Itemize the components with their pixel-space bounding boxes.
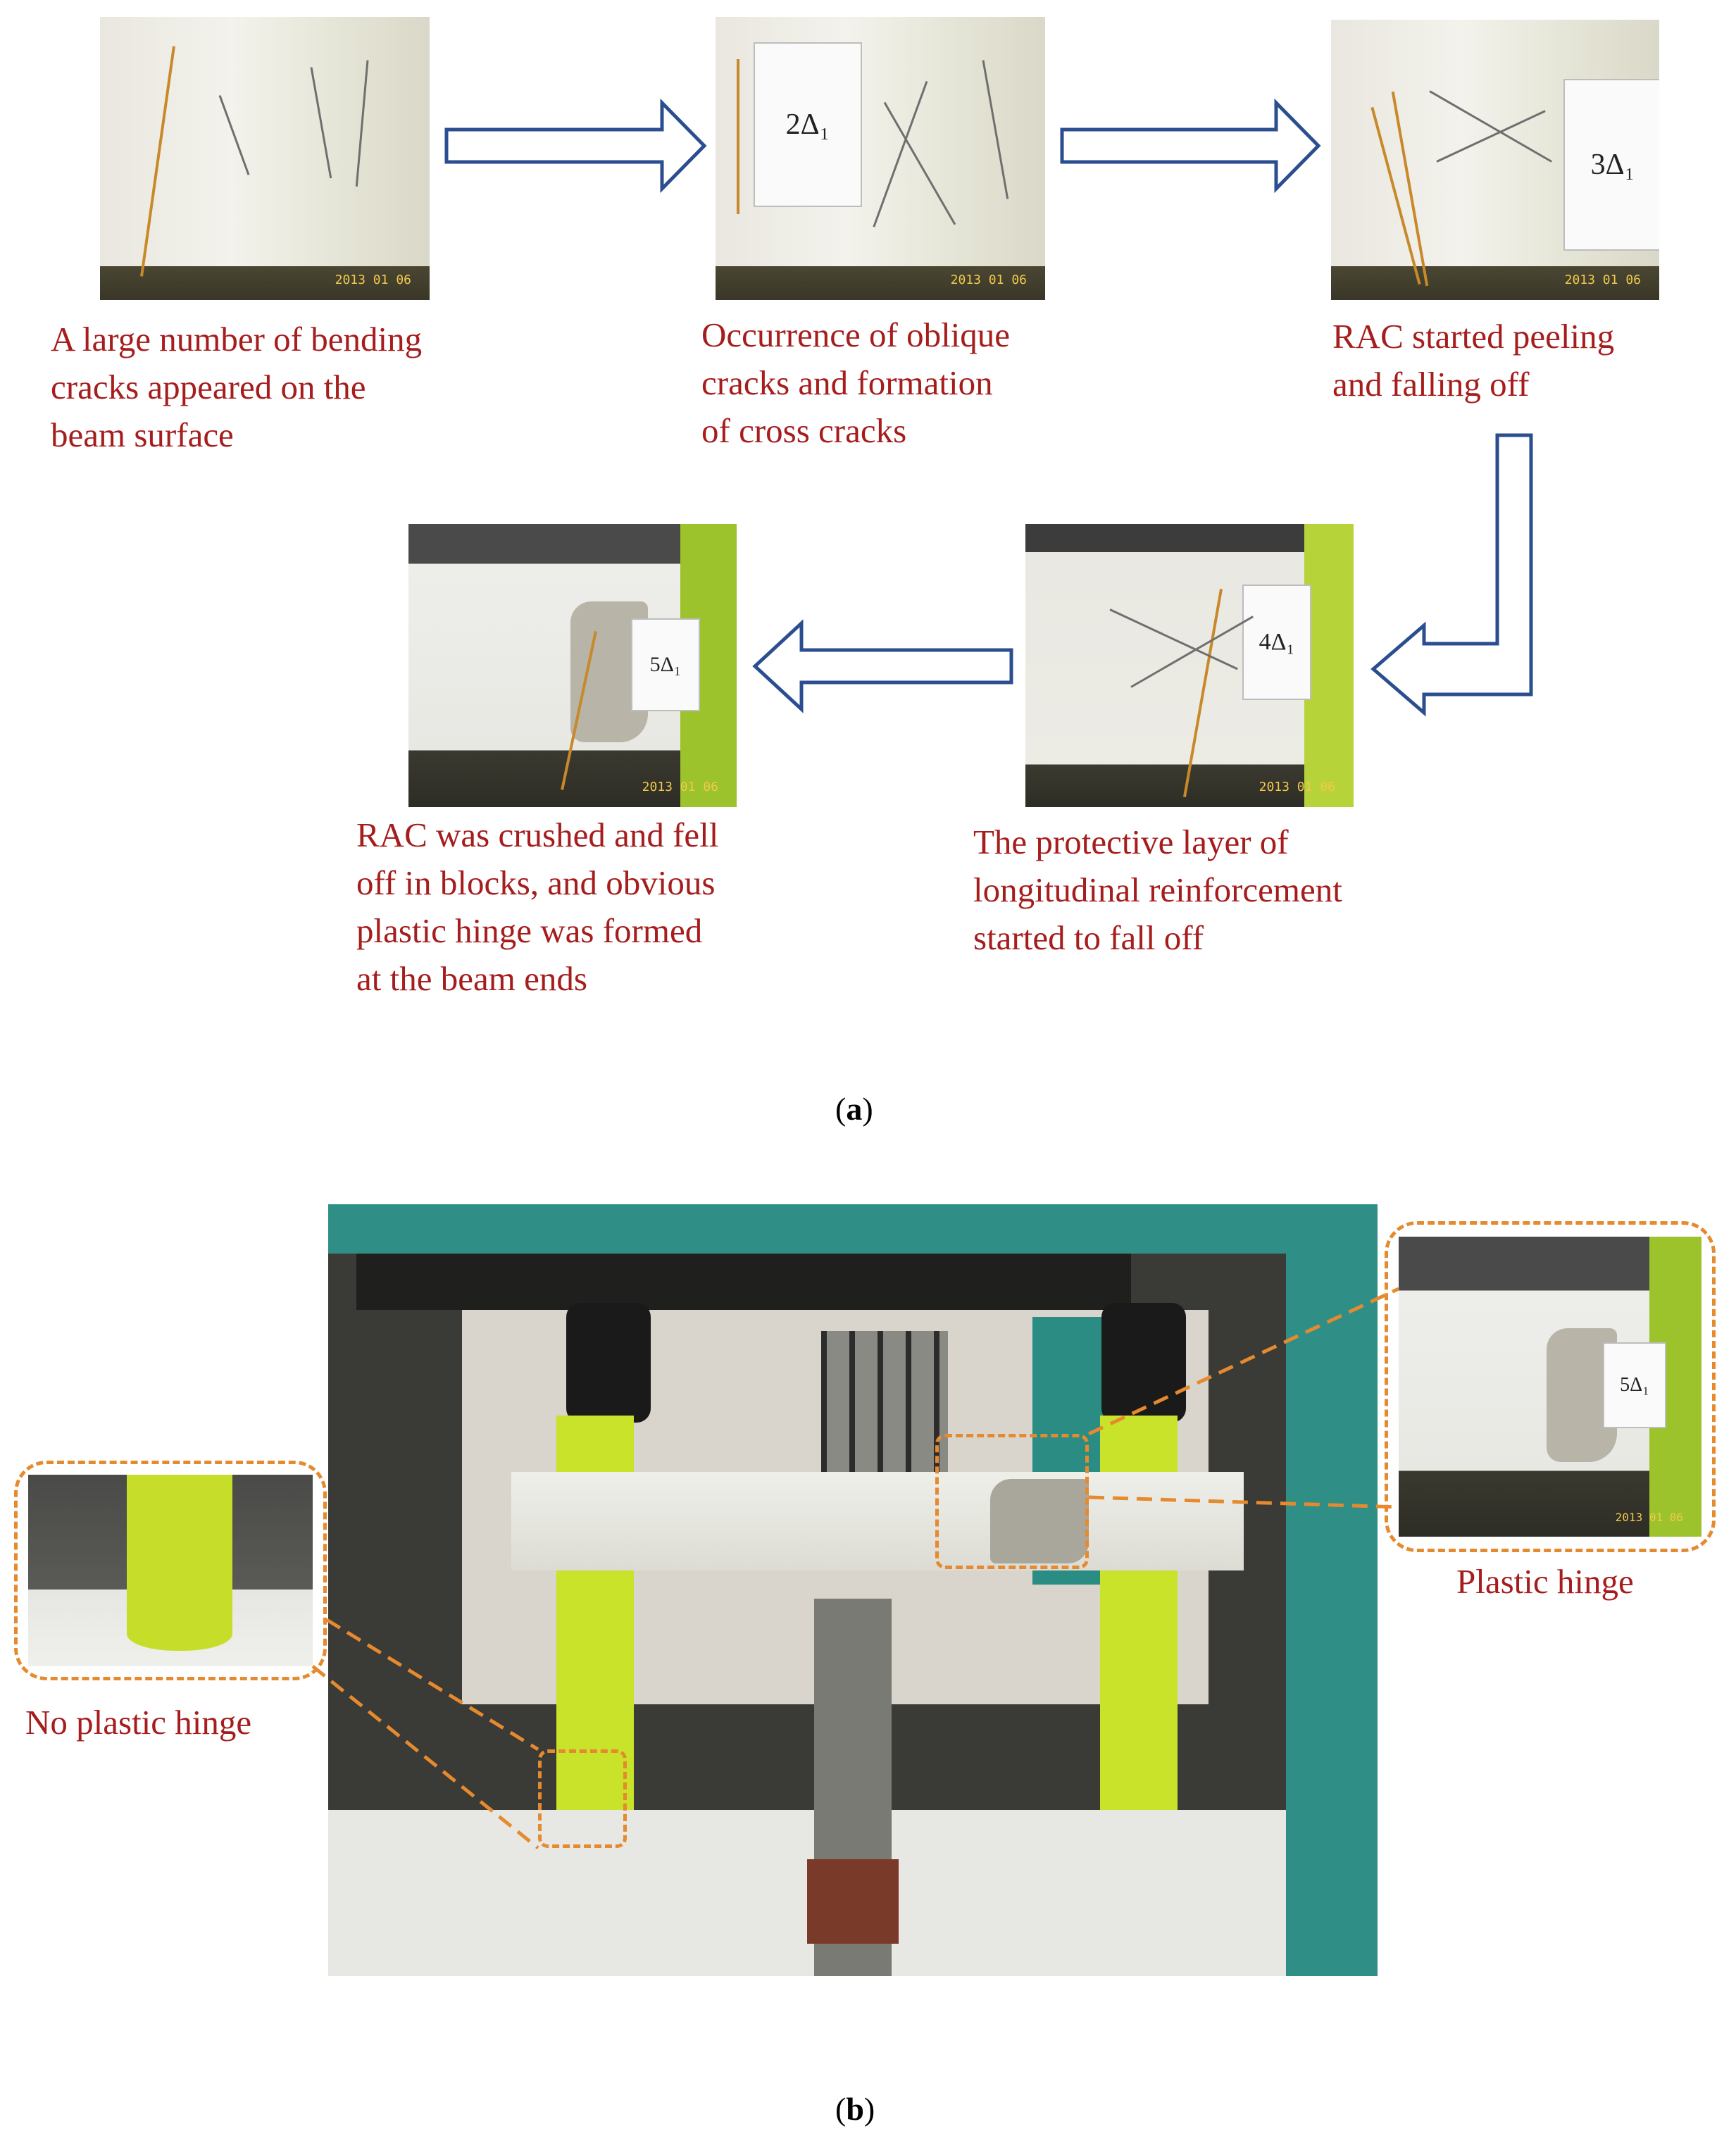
arrow-turn-left-icon	[1370, 433, 1533, 717]
column-base-inset-photo	[28, 1475, 313, 1666]
displacement-card: 3Δ₁	[1563, 79, 1659, 251]
photo-timestamp: 2013 01 06	[1259, 780, 1335, 794]
step-caption-2: Occurrence of oblique cracks and formati…	[701, 316, 1011, 450]
beam-photo-step-4: 4Δ₁ 2013 01 06	[1025, 524, 1354, 807]
beam-photo-step-3: 3Δ₁ 2013 01 06	[1331, 20, 1659, 300]
flow-arrows	[444, 98, 1533, 717]
photo-timestamp: 2013 01 06	[642, 780, 718, 794]
arrow-left-icon	[752, 619, 1013, 713]
photo-timestamp: 2013 01 06	[335, 273, 411, 287]
hinge-inset-frame	[1385, 1221, 1716, 1552]
test-setup-photo	[328, 1204, 1378, 1976]
hinge-highlight-box	[935, 1434, 1089, 1569]
arrow-right-icon	[1060, 98, 1321, 194]
callout-plastic-hinge: Plastic hinge	[1456, 1562, 1634, 1601]
leader-line	[311, 1665, 539, 1849]
column-base-highlight-box	[538, 1749, 627, 1848]
panel-label-b: (b)	[835, 2091, 875, 2127]
displacement-card: 5Δ₁	[631, 618, 700, 711]
beam-photo-step-1: 2013 01 06	[100, 17, 430, 300]
photo-timestamp: 2013 01 06	[1564, 273, 1641, 287]
leader-line	[1087, 1287, 1400, 1436]
step-caption-5: RAC was crushed and fell off in blocks, …	[356, 816, 719, 998]
displacement-card: 5Δ₁	[1603, 1342, 1666, 1428]
plastic-hinge-inset-photo: 5Δ₁ 2013 01 06	[1399, 1237, 1701, 1537]
no-hinge-inset-frame	[14, 1461, 327, 1680]
displacement-card: 2Δ₁	[754, 42, 862, 207]
photo-timestamp: 2013 01 06	[950, 273, 1027, 287]
step-caption-3: RAC started peeling and falling off	[1332, 317, 1615, 404]
step-caption-1: A large number of bending cracks appeare…	[51, 320, 423, 454]
photo-timestamp: 2013 01 06	[1615, 1511, 1683, 1524]
displacement-card: 4Δ₁	[1242, 585, 1311, 700]
arrow-right-icon	[444, 98, 707, 194]
step-caption-4: The protective layer of longitudinal rei…	[973, 823, 1342, 957]
panel-label-a: (a)	[835, 1091, 873, 1127]
leader-line	[325, 1618, 539, 1751]
beam-photo-step-5: 5Δ₁ 2013 01 06	[408, 524, 737, 807]
beam-photo-step-2: 2Δ₁ 2013 01 06	[716, 17, 1045, 300]
callout-no-plastic-hinge: No plastic hinge	[25, 1703, 252, 1742]
leader-line	[1088, 1495, 1399, 1509]
